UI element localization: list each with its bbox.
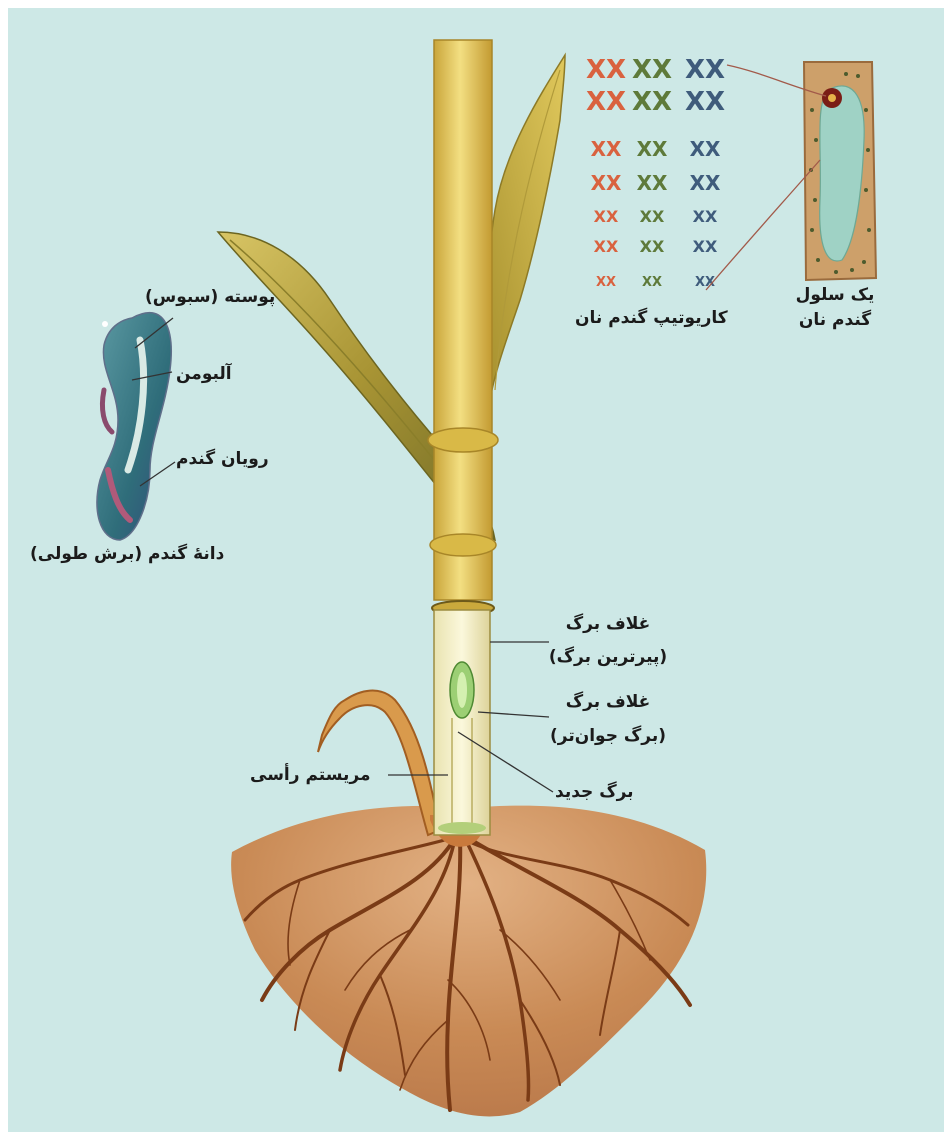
chromosome-pair: XX	[632, 87, 672, 117]
chromosome-pair: XX	[690, 171, 721, 195]
chromosome-pair: XX	[591, 137, 622, 161]
chromosome-pair: XX	[586, 55, 626, 85]
chromosome-pair: XX	[591, 171, 622, 195]
label-cell-line2: گندم نان	[785, 308, 885, 332]
chromosome-pair: XX	[632, 55, 672, 85]
wheat-cell	[804, 62, 876, 280]
label-embryo: رویان گندم	[176, 447, 269, 471]
chromosome-pair: XX	[693, 207, 718, 226]
label-apical-meristem: مریستم رأسی	[250, 763, 371, 787]
leaf-sheath-cutaway	[434, 610, 490, 835]
chromosome-pair: XX	[594, 237, 619, 256]
label-grain-title: دانهٔ گندم (برش طولی)	[30, 542, 224, 566]
chromosome-pair: XX	[685, 55, 725, 85]
chromosome-pair: XX	[685, 87, 725, 117]
label-sheath-old-line2: (پیرترین برگ)	[548, 645, 668, 669]
soil	[231, 806, 706, 1117]
label-husk: پوسته (سبوس)	[145, 285, 275, 309]
chromosome-pair: XX	[690, 137, 721, 161]
chromosome-pair: XX	[693, 237, 718, 256]
label-karyotype: کاریوتیپ گندم نان	[575, 306, 728, 330]
chromosome-pair: XX	[640, 207, 665, 226]
chromosome-pair: XX	[596, 275, 616, 290]
label-sheath-young-line2: (برگ جوان‌تر)	[548, 724, 668, 748]
chromosome-pair: XX	[637, 171, 668, 195]
label-endosperm: آلبومن	[176, 362, 232, 386]
label-sheath-old-line1: غلاف برگ	[548, 612, 668, 636]
label-new-leaf: برگ جدید	[555, 780, 634, 804]
label-cell-line1: یک سلول	[785, 283, 885, 307]
chromosome-pair: XX	[594, 207, 619, 226]
wheat-grain-section	[97, 313, 171, 540]
chromosome-pair: XX	[586, 87, 626, 117]
stem	[434, 40, 492, 600]
chromosome-pair: XX	[640, 237, 665, 256]
chromosome-pair: XX	[637, 137, 668, 161]
chromosome-pair: XX	[642, 275, 662, 290]
label-sheath-young-line1: غلاف برگ	[548, 690, 668, 714]
